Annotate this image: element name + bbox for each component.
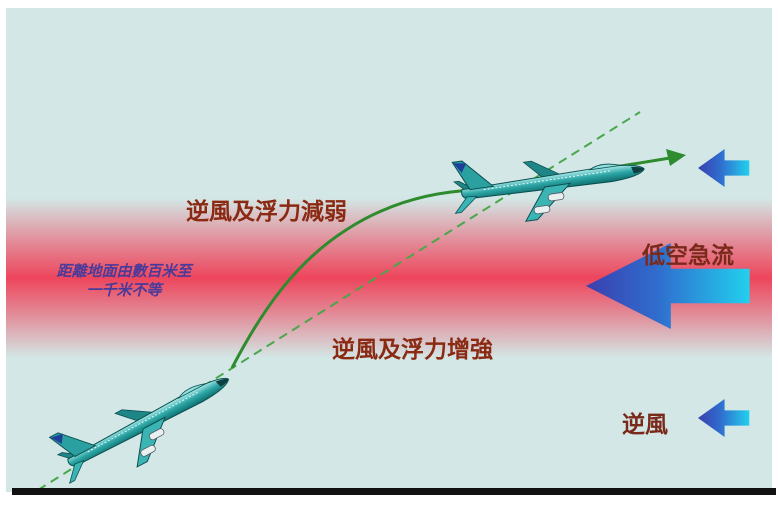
altitude-note-line-1: 距離地面由數百米至 <box>56 262 192 280</box>
actual-flight-path <box>230 156 671 369</box>
label-strengthening: 逆風及浮力增強 <box>332 337 493 363</box>
ground-line <box>12 488 776 495</box>
flight-path-arrowhead-icon <box>666 149 686 166</box>
label-low-level-jet: 低空急流 <box>642 243 734 269</box>
label-weakening: 逆風及浮力減弱 <box>186 199 347 225</box>
altitude-note: 距離地面由數百米至 一千米不等 <box>14 262 234 300</box>
label-headwind: 逆風 <box>622 412 668 438</box>
altitude-note-line-2: 一千米不等 <box>86 281 162 299</box>
